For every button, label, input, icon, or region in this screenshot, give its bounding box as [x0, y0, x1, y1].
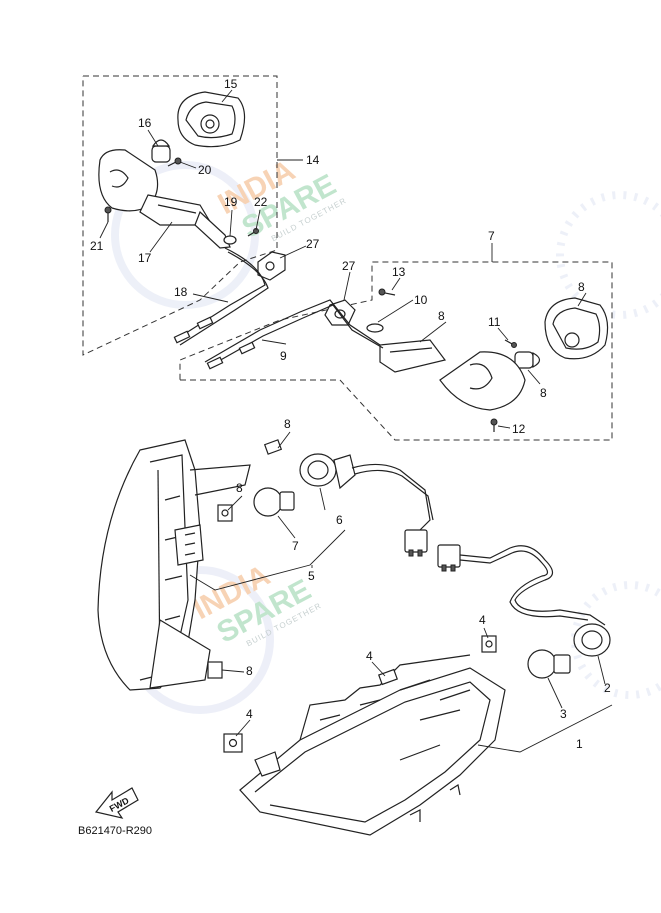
- group-box-18: [82, 75, 278, 356]
- callout-27-right: 27: [342, 259, 356, 273]
- callout-21: 17: [138, 251, 152, 265]
- callout-11: 8: [540, 386, 547, 400]
- right-turn-signal-assembly: [204, 288, 609, 432]
- callout-14: 10: [414, 293, 428, 307]
- callout-18: 14: [306, 153, 320, 167]
- callout-20: 16: [138, 116, 152, 130]
- callout-16: 12: [512, 422, 526, 436]
- leader-lines: [99, 89, 613, 753]
- callout-24: 20: [198, 163, 212, 177]
- left-turn-signal-assembly: [98, 91, 286, 346]
- callout-labels: 15 16 20 14 21 17 19 22 27 18 27 7 13 10…: [90, 77, 585, 436]
- callout-10: 8: [578, 280, 585, 294]
- callout-27-left: 27: [306, 237, 320, 251]
- group-box-13: [179, 261, 613, 441]
- left-headlight-assembly: [97, 439, 434, 691]
- callout-9: 7: [488, 229, 495, 243]
- callout-23: 19: [224, 195, 238, 209]
- callout-15: 11: [488, 315, 501, 329]
- fwd-arrow: FWD: [94, 787, 139, 819]
- callout-17: 13: [392, 265, 406, 279]
- watermark-group: INDIA SPARE BUILD TOGETHER INDIA SPARE B…: [111, 154, 661, 714]
- callout-12: 8: [438, 309, 445, 323]
- callout-22: 18: [174, 285, 188, 299]
- callout-26: 22: [254, 195, 268, 209]
- callout-19: 15: [224, 77, 238, 91]
- callout-25: 21: [90, 239, 104, 253]
- right-headlight-assembly: [223, 544, 611, 836]
- callout-13: 9: [280, 349, 287, 363]
